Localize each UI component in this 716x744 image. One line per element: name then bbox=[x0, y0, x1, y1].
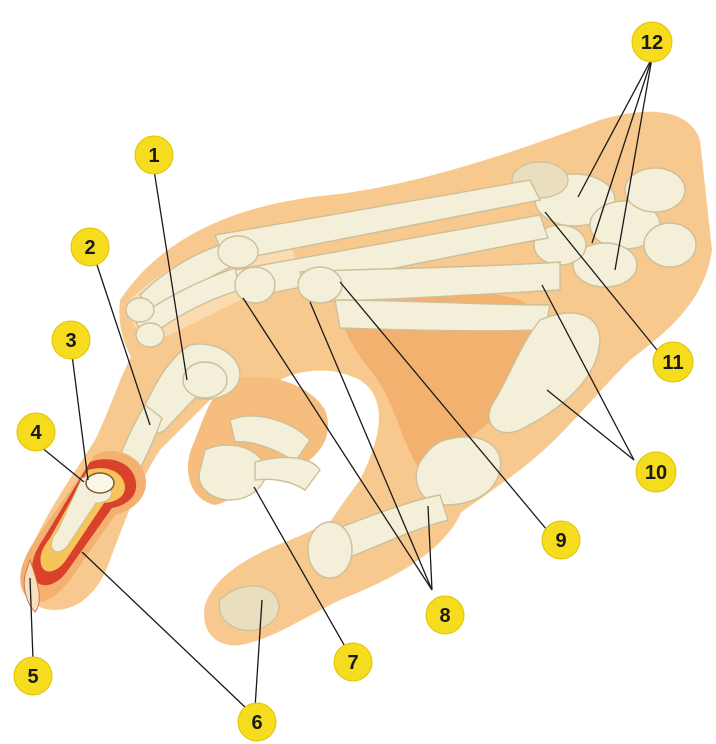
callout-12: 12 bbox=[631, 21, 673, 63]
callout-8-label: 8 bbox=[439, 605, 450, 627]
carpal-bones bbox=[511, 161, 697, 288]
callouts: 1 2 3 4 5 6 7 8 bbox=[13, 21, 694, 742]
callout-6-label: 6 bbox=[251, 712, 262, 734]
hand-bones bbox=[114, 161, 697, 632]
callout-12-label: 12 bbox=[641, 32, 663, 54]
callout-11-label: 11 bbox=[662, 352, 683, 374]
callout-5: 5 bbox=[13, 656, 53, 696]
leader-lines bbox=[29, 57, 658, 709]
callout-9: 9 bbox=[541, 520, 581, 560]
callout-2-label: 2 bbox=[84, 237, 95, 259]
nail-plate bbox=[23, 558, 40, 613]
callout-8: 8 bbox=[425, 595, 465, 635]
callout-2: 2 bbox=[70, 227, 110, 267]
callout-9-label: 9 bbox=[555, 530, 566, 552]
callout-7: 7 bbox=[333, 642, 373, 682]
callout-4-label: 4 bbox=[30, 422, 42, 444]
callout-10-label: 10 bbox=[645, 462, 667, 484]
callout-3: 3 bbox=[51, 320, 91, 360]
callout-5-label: 5 bbox=[27, 666, 38, 688]
callout-1: 1 bbox=[134, 135, 174, 175]
callout-7-label: 7 bbox=[347, 652, 358, 674]
callout-11: 11 bbox=[652, 341, 694, 383]
callout-1-label: 1 bbox=[148, 145, 159, 167]
fingertip-cross-section bbox=[20, 451, 146, 613]
callout-10: 10 bbox=[635, 451, 677, 493]
upper-finger-bones bbox=[125, 235, 343, 348]
callout-6: 6 bbox=[237, 702, 277, 742]
callout-3-label: 3 bbox=[65, 330, 76, 352]
palm-shadow bbox=[340, 288, 539, 470]
callout-4: 4 bbox=[16, 412, 56, 452]
joint-capsule bbox=[85, 472, 115, 494]
middle-finger-bones bbox=[198, 415, 321, 501]
thumb-tip-bones bbox=[218, 585, 280, 632]
